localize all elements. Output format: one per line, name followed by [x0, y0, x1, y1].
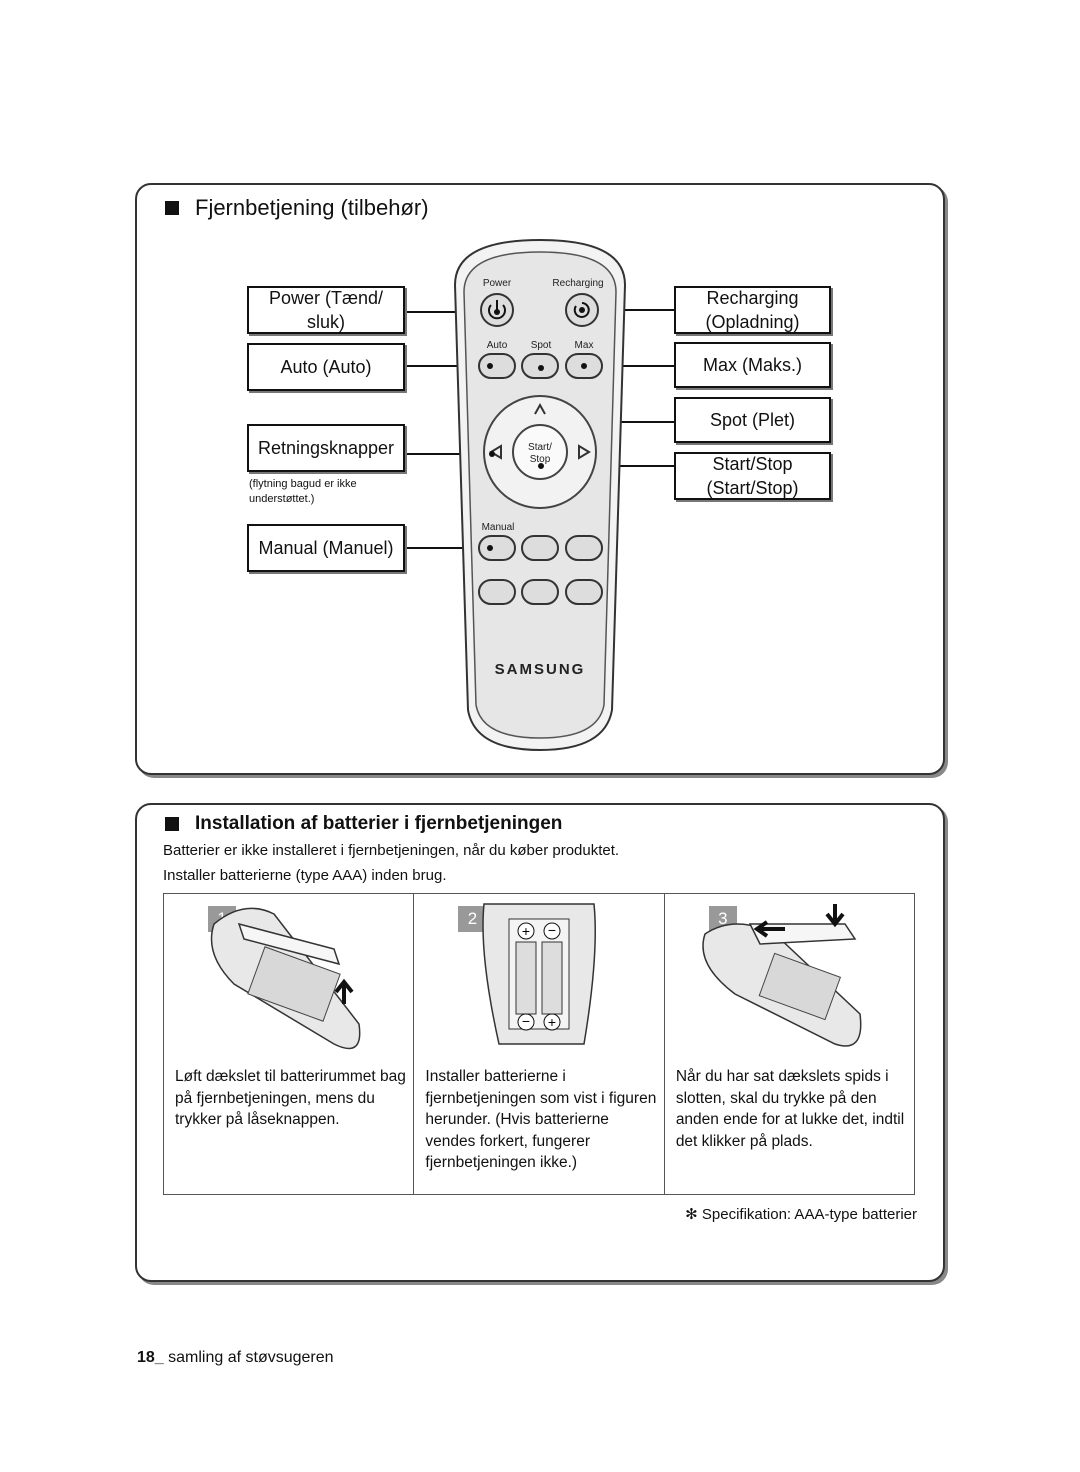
footer-text: samling af støvsugeren — [163, 1349, 334, 1366]
step-2-illustration: 2 + − − + — [414, 894, 663, 1064]
svg-text:+: + — [522, 923, 530, 939]
step-text-1: Løft dækslet til batterirummet bag på fj… — [175, 1068, 406, 1128]
svg-text:+: + — [548, 1014, 556, 1030]
label-manual: Manual (Manuel) — [247, 524, 405, 572]
step-number-2: 2 — [458, 906, 487, 932]
label-direction: Retningsknapper — [247, 424, 405, 472]
square-bullet-icon — [165, 201, 179, 215]
label-power: Power (Tænd/ sluk) — [247, 286, 405, 334]
label-max: Max (Maks.) — [674, 342, 831, 388]
label-auto: Auto (Auto) — [247, 343, 405, 391]
section-title-batteries: Installation af batterier i fjernbetjeni… — [165, 813, 562, 835]
step-cell-2: 2 + − − + Installer batterierne i fjernb… — [413, 893, 665, 1195]
svg-text:−: − — [548, 922, 556, 938]
page-footer: 18_ samling af støvsugeren — [137, 1349, 334, 1367]
step-3-illustration: 3 — [665, 894, 914, 1064]
battery-steps-table: 1 Løft dækslet til batterirummet bag på … — [162, 893, 916, 1195]
svg-text:−: − — [522, 1013, 530, 1029]
section-title-remote: Fjernbetjening (tilbehør) — [165, 195, 429, 221]
label-spot: Spot (Plet) — [674, 397, 831, 443]
direction-note: (flytning bagud er ikke understøttet.) — [249, 478, 357, 505]
step-text-3: Når du har sat dækslets spids i slotten,… — [675, 1068, 905, 1150]
label-recharging: Recharging (Opladning) — [674, 286, 831, 334]
intro-line-2: Installer batterierne (type AAA) inden b… — [163, 867, 447, 884]
step-1-illustration: 1 — [164, 894, 413, 1064]
step-cell-1: 1 Løft dækslet til batterirummet bag på … — [162, 893, 415, 1195]
battery-spec-note: ✻ Specifikation: AAA-type batterier — [685, 1206, 917, 1223]
step-cell-3: 3 Når du har sat dækslets spids i slotte… — [663, 893, 916, 1195]
label-startstop: Start/Stop (Start/Stop) — [674, 452, 831, 500]
square-bullet-icon — [165, 817, 179, 831]
page-number: 18_ — [137, 1349, 164, 1366]
intro-line-1: Batterier er ikke installeret i fjernbet… — [163, 842, 620, 859]
step-text-2: Installer batterierne i fjernbetjeningen… — [425, 1068, 657, 1171]
